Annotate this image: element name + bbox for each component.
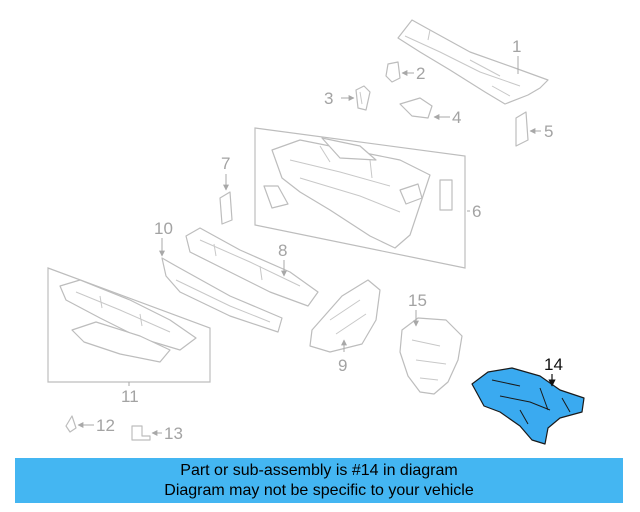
part-9-side-panel[interactable] — [309, 279, 381, 353]
banner-line-2: Diagram may not be specific to your vehi… — [164, 481, 474, 499]
part-15-insulator[interactable] — [399, 317, 463, 395]
callout-1: 1 — [512, 37, 521, 56]
part-1-cowl-panel[interactable] — [397, 19, 549, 105]
info-banner: Part or sub-assembly is #14 in diagram D… — [15, 458, 623, 503]
callout-10: 10 — [154, 219, 173, 238]
callout-15: 15 — [408, 291, 427, 310]
part-14-dash-insulator-highlighted[interactable] — [471, 367, 585, 445]
part-8-crossmember[interactable] — [185, 227, 319, 307]
part-7-bracket[interactable] — [219, 191, 233, 225]
callout-3: 3 — [324, 89, 333, 108]
callout-6: 6 — [472, 202, 481, 221]
callout-13: 13 — [164, 424, 183, 443]
callout-14: 14 — [544, 355, 563, 374]
callout-11: 11 — [121, 387, 139, 406]
callout-7: 7 — [221, 154, 230, 173]
part-12-clip[interactable] — [65, 415, 77, 433]
part-5-side-bracket[interactable] — [515, 111, 529, 147]
banner-line-1: Part or sub-assembly is #14 in diagram — [180, 461, 458, 479]
part-6-dash-panel-box[interactable] — [254, 127, 466, 269]
part-11-floor-assembly-box[interactable] — [47, 267, 211, 383]
callout-8: 8 — [278, 241, 287, 260]
part-3-clip[interactable] — [355, 85, 371, 111]
callout-4: 4 — [452, 108, 461, 127]
part-4-bracket[interactable] — [399, 97, 433, 119]
parts-diagram: 1 2 3 4 5 6 7 8 — [47, 19, 585, 445]
part-10-lower-member[interactable] — [161, 257, 283, 333]
part-2-bracket[interactable] — [385, 61, 401, 83]
callout-2: 2 — [416, 64, 425, 83]
callout-9: 9 — [338, 356, 347, 375]
callout-12: 12 — [96, 416, 115, 435]
callout-5: 5 — [544, 122, 553, 141]
part-13-bracket[interactable] — [131, 425, 151, 441]
